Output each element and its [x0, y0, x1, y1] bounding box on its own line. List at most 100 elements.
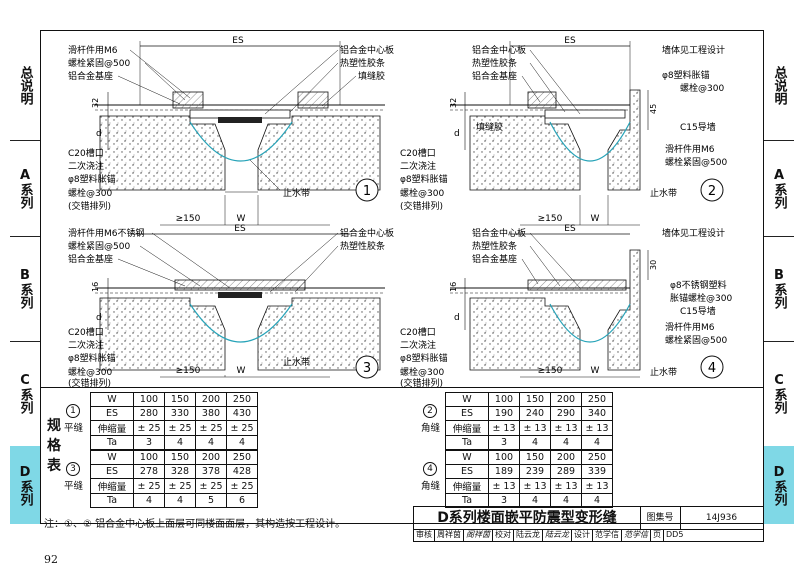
reviewer-signature: 阁祥茵	[464, 529, 493, 541]
spec-num-2: 2	[423, 404, 437, 418]
spec-num-1: 1	[66, 404, 80, 418]
svg-text:W: W	[237, 366, 246, 376]
d2-number: 2	[708, 184, 716, 199]
svg-text:C20槽口: C20槽口	[400, 147, 436, 159]
tab-series-d[interactable]: D系列	[10, 446, 40, 524]
spec-num-4: 4	[423, 462, 437, 476]
svg-text:止水带: 止水带	[283, 356, 310, 368]
svg-text:d: d	[454, 313, 460, 323]
svg-text:填缝胶: 填缝胶	[476, 121, 503, 133]
svg-text:二次浇注: 二次浇注	[68, 339, 104, 351]
svg-text:铝合金基座: 铝合金基座	[68, 253, 113, 265]
svg-text:16: 16	[449, 282, 458, 292]
svg-text:W: W	[591, 214, 600, 224]
title-block: D系列楼面嵌平防震型变形缝 图集号 14J936 审核 周祥茵 阁祥茵 校对 陆…	[413, 506, 764, 542]
svg-text:16: 16	[91, 282, 100, 292]
svg-text:螺栓紧固@500: 螺栓紧固@500	[665, 334, 727, 346]
svg-text:滑杆件用M6: 滑杆件用M6	[665, 321, 715, 333]
svg-text:螺栓紧固@500: 螺栓紧固@500	[68, 240, 130, 252]
svg-text:螺栓@300: 螺栓@300	[400, 366, 444, 378]
svg-text:螺栓@300: 螺栓@300	[400, 187, 444, 199]
spec-kind-3: 平缝	[64, 481, 84, 492]
tab-series-c-right[interactable]: C系列	[771, 373, 787, 414]
svg-text:铝合金基座: 铝合金基座	[472, 70, 517, 82]
d1-label-hua: 滑杆件用M6	[68, 44, 118, 56]
svg-text:φ8塑料胀锚: φ8塑料胀锚	[662, 69, 710, 81]
spec-title: 规格表	[47, 418, 61, 474]
svg-text:φ8塑料胀锚: φ8塑料胀锚	[400, 173, 448, 185]
svg-text:W: W	[591, 366, 600, 376]
svg-text:螺栓@300: 螺栓@300	[68, 366, 112, 378]
svg-text:C15导墙: C15导墙	[680, 121, 716, 133]
svg-text:铝合金中心板: 铝合金中心板	[472, 227, 526, 239]
svg-text:32: 32	[91, 98, 100, 108]
tab-series-d-right[interactable]: D系列	[764, 446, 794, 524]
d1-number: 1	[363, 184, 371, 199]
tab-series-a[interactable]: A系列	[17, 167, 33, 209]
svg-text:热塑性胶条: 热塑性胶条	[472, 240, 517, 252]
svg-text:铝合金中心板: 铝合金中心板	[340, 44, 394, 56]
footnote: 注：①、② 铝合金中心板上面层可同楼面面层，其构造按工程设计。	[44, 519, 346, 530]
svg-text:ES: ES	[564, 36, 576, 46]
d1-w-dim: W	[237, 214, 246, 224]
svg-text:螺栓@300: 螺栓@300	[68, 187, 112, 199]
tab-series-c[interactable]: C系列	[17, 373, 33, 414]
page-label: 页	[651, 529, 664, 541]
d1-es-dim: ES	[232, 36, 244, 46]
review-label: 审核	[414, 529, 435, 541]
svg-text:32: 32	[449, 98, 458, 108]
svg-text:C20槽口: C20槽口	[68, 326, 104, 338]
svg-text:铝合金基座: 铝合金基座	[472, 253, 517, 265]
checker-signature: 陆云龙	[543, 529, 572, 541]
svg-text:(交错排列): (交错排列)	[68, 200, 111, 212]
drawing-frame	[40, 30, 764, 524]
svg-text:铝合金中心板: 铝合金中心板	[340, 227, 394, 239]
svg-text:铝合金中心板: 铝合金中心板	[472, 44, 526, 56]
d4-number: 4	[708, 361, 716, 376]
spec-kind-1: 平缝	[64, 423, 84, 434]
svg-text:止水带: 止水带	[650, 187, 677, 199]
page-number: 92	[44, 553, 58, 566]
tab-series-b-right[interactable]: B系列	[771, 268, 787, 309]
reviewer-name: 周祥茵	[435, 529, 464, 541]
checker-name: 陆云龙	[514, 529, 543, 541]
detail-drawings: ES W ≥150 32 d 滑杆件用M6 螺栓紧固@500 铝合金基座 铝合金…	[68, 36, 732, 387]
svg-text:φ8塑料胀锚: φ8塑料胀锚	[68, 352, 116, 364]
svg-text:墙体见工程设计: 墙体见工程设计	[662, 227, 725, 239]
detail-3: ES W ≥150 16 d 滑杆件用M6不锈钢 螺栓紧固@500 铝合金基座 …	[68, 224, 394, 387]
left-sidebar: 总说明 A系列 B系列 C系列 D系列	[10, 30, 40, 524]
svg-text:≥150: ≥150	[538, 214, 563, 224]
page-code: DD5	[666, 530, 684, 539]
svg-text:≥150: ≥150	[538, 366, 563, 376]
svg-text:C20槽口: C20槽口	[400, 326, 436, 338]
tab-series-a-right[interactable]: A系列	[771, 167, 787, 209]
spec-num-3: 3	[66, 462, 80, 476]
d3-number: 3	[363, 361, 371, 376]
detail-4: ES W ≥150 16 d 30 铝合金中心板 热塑性胶条 铝合金基座 墙体见…	[400, 224, 732, 387]
svg-text:45: 45	[649, 104, 658, 114]
svg-text:热塑性胶条: 热塑性胶条	[340, 57, 385, 69]
svg-text:螺栓紧固@500: 螺栓紧固@500	[68, 57, 130, 69]
svg-text:d: d	[454, 129, 460, 139]
tab-series-b[interactable]: B系列	[17, 268, 33, 309]
spec-kind-4: 角缝	[421, 481, 441, 492]
svg-text:C15导墙: C15导墙	[680, 305, 716, 317]
svg-text:止水带: 止水带	[283, 187, 310, 199]
tab-general-right[interactable]: 总说明	[771, 65, 787, 105]
svg-text:二次浇注: 二次浇注	[400, 160, 436, 172]
detail-1: ES W ≥150 32 d 滑杆件用M6 螺栓紧固@500 铝合金基座 铝合金…	[68, 36, 394, 226]
check-label: 校对	[493, 529, 514, 541]
svg-text:热塑性胶条: 热塑性胶条	[340, 240, 385, 252]
atlas-label: 图集号	[640, 507, 681, 530]
tab-general[interactable]: 总说明	[17, 65, 33, 105]
right-sidebar: 总说明 A系列 B系列 C系列 D系列	[764, 30, 794, 524]
svg-text:30: 30	[649, 260, 658, 270]
svg-text:滑杆件用M6: 滑杆件用M6	[665, 143, 715, 155]
design-label: 设计	[572, 529, 593, 541]
svg-text:热塑性胶条: 热塑性胶条	[472, 57, 517, 69]
svg-text:φ8塑料胀锚: φ8塑料胀锚	[400, 352, 448, 364]
